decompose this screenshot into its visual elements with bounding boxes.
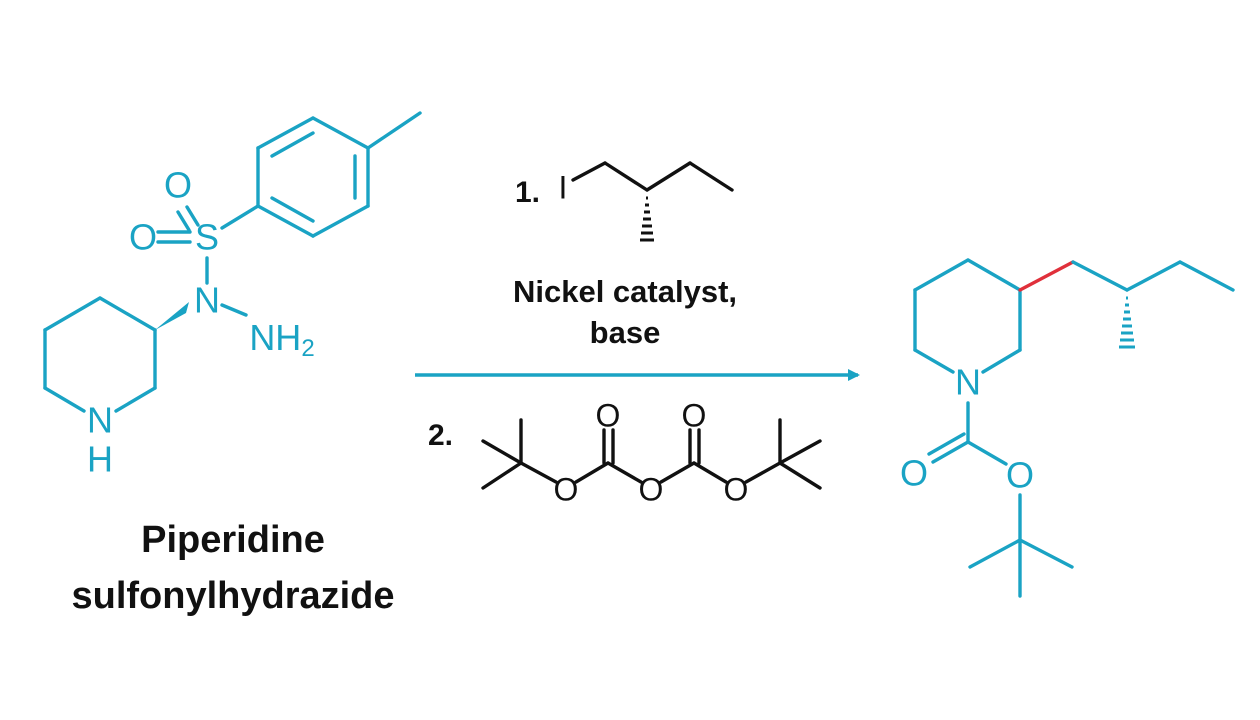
product-structure: N O O	[900, 258, 1235, 598]
atom-nh2: NH2	[249, 317, 314, 363]
subscript-2: 2	[301, 335, 314, 362]
atom-o-left: O	[129, 217, 157, 258]
conditions-line2: base	[590, 315, 661, 350]
boc-anhydride: O O O O O	[481, 397, 822, 507]
atom-o-boc-4: O	[682, 397, 707, 433]
product-atom-o-carbonyl: O	[900, 453, 928, 494]
product-hashed-bond	[1119, 296, 1135, 349]
new-cc-bond	[1018, 260, 1075, 292]
atom-o-boc-3: O	[639, 471, 664, 507]
reactant-structure: O O S N NH2 N H	[43, 111, 422, 480]
tolyl-ring	[256, 111, 422, 238]
atom-h-ring: H	[87, 439, 113, 480]
alkyl-iodide: I	[559, 161, 734, 242]
product-atom-n: N	[955, 362, 981, 403]
atom-s: S	[195, 217, 219, 258]
atom-iodine: I	[559, 169, 568, 205]
atom-o-boc-1: O	[554, 471, 579, 507]
nh-text: NH	[249, 317, 301, 358]
atom-o-top: O	[164, 165, 192, 206]
piperidine-ring	[43, 296, 157, 413]
atom-n-hydrazide: N	[194, 280, 220, 321]
atom-o-boc-2: O	[596, 397, 621, 433]
hashed-bond	[640, 196, 654, 242]
step1-label: 1.	[515, 176, 540, 209]
atom-n-ring: N	[87, 400, 113, 441]
product-atom-o-ester: O	[1006, 455, 1034, 496]
reactant-name-line1: Piperidine	[141, 519, 325, 561]
atom-o-boc-5: O	[724, 471, 749, 507]
wedge-bond	[155, 302, 189, 330]
conditions-line1: Nickel catalyst,	[513, 274, 737, 309]
reactant-name-line2: sulfonylhydrazide	[71, 575, 394, 617]
step2-label: 2.	[428, 419, 453, 452]
